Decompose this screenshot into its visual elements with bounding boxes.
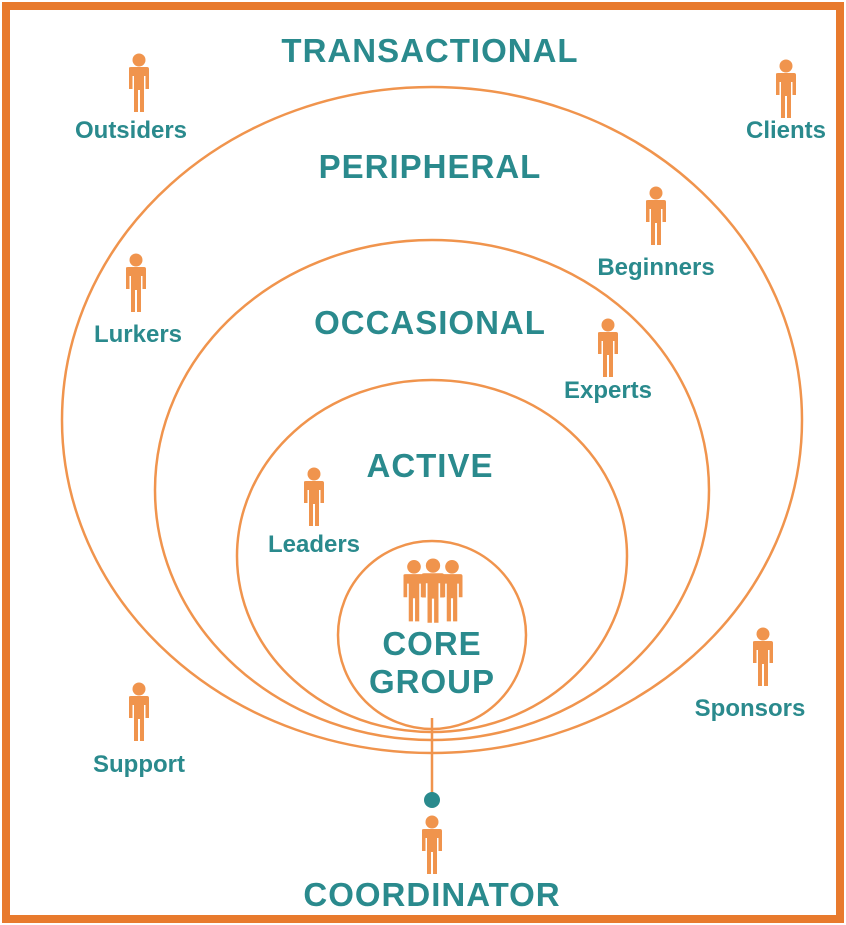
ring-title-transactional: TRANSACTIONAL xyxy=(281,32,578,69)
role-label-lurkers: Lurkers xyxy=(94,321,182,348)
connector-dot xyxy=(424,792,440,808)
support-person-icon xyxy=(129,682,149,741)
clients-person-icon xyxy=(776,59,796,118)
role-label-leaders: Leaders xyxy=(268,531,360,558)
lurkers-person-icon xyxy=(126,253,146,312)
ring-title-core-line1: CORE xyxy=(382,625,481,662)
coordinator-person-icon xyxy=(422,815,442,874)
ring-title-occasional: OCCASIONAL xyxy=(314,304,546,341)
ring-title-active: ACTIVE xyxy=(366,447,493,484)
experts-person-icon xyxy=(598,318,618,377)
role-label-outsiders: Outsiders xyxy=(75,117,187,144)
outsiders-person-icon xyxy=(129,53,149,112)
role-label-experts: Experts xyxy=(564,377,652,404)
sponsors-person-icon xyxy=(753,627,773,686)
leaders-person-icon xyxy=(304,467,324,526)
core-group-icon xyxy=(403,558,463,623)
role-label-beginners: Beginners xyxy=(597,254,714,281)
beginners-person-icon xyxy=(646,186,666,245)
role-label-support: Support xyxy=(93,751,185,778)
role-label-clients: Clients xyxy=(746,117,826,144)
role-label-coordinator: COORDINATOR xyxy=(303,876,560,913)
ring-title-peripheral: PERIPHERAL xyxy=(319,148,542,185)
ring-title-core-line2: GROUP xyxy=(369,663,495,700)
role-label-sponsors: Sponsors xyxy=(695,695,806,722)
